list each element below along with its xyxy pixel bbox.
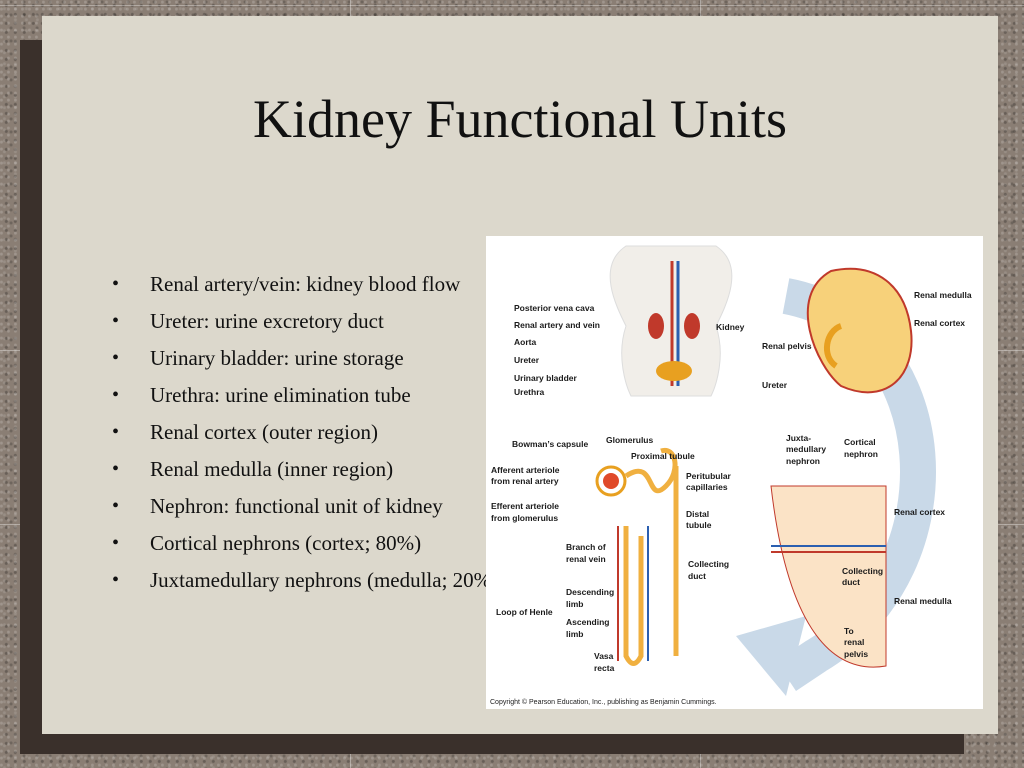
loop-of-henle <box>623 526 644 666</box>
figure-label: duct <box>688 571 706 581</box>
figure-label: Peritubular <box>686 471 732 481</box>
bladder-icon <box>656 361 692 381</box>
figure-label: Renal medulla <box>894 596 952 606</box>
figure-label: duct <box>842 577 860 587</box>
figure-label: nephron <box>786 456 820 466</box>
bullet-item: Renal artery/vein: kidney blood flow <box>112 272 532 296</box>
glomerulus-icon <box>595 465 627 497</box>
bullet-list: Renal artery/vein: kidney blood flow Ure… <box>112 272 532 605</box>
slide-title: Kidney Functional Units <box>253 89 787 149</box>
figure-label: Distal <box>686 509 709 519</box>
figure-label: nephron <box>844 449 878 459</box>
figure-label: Renal medulla <box>914 290 972 300</box>
figure-label: To <box>844 626 854 636</box>
figure-label: Vasa <box>594 651 614 661</box>
figure-label: Juxta- <box>786 433 811 443</box>
figure-label: Branch of <box>566 542 606 552</box>
figure-label: Proximal tubule <box>631 451 695 461</box>
kidney-icon <box>648 313 664 339</box>
figure-label: Renal cortex <box>914 318 965 328</box>
figure-label: Urethra <box>514 387 545 397</box>
figure-label: Renal artery and vein <box>514 320 600 330</box>
figure-label: Renal pelvis <box>762 341 812 351</box>
figure-label: Ureter <box>514 355 540 365</box>
kidney-section <box>806 267 913 394</box>
flow-arrow-head <box>736 616 806 696</box>
figure-label: limb <box>566 629 583 639</box>
figure-label: Bowman’s capsule <box>512 439 588 449</box>
bullet-item: Juxtamedullary nephrons (medulla; 20%) <box>112 568 532 592</box>
figure-label: Ascending <box>566 617 609 627</box>
figure-label: Aorta <box>514 337 536 347</box>
figure-label: medullary <box>786 444 826 454</box>
figure-label: Urinary bladder <box>514 373 578 383</box>
bullet-item: Cortical nephrons (cortex; 80%) <box>112 531 532 555</box>
figure-label: Cortical <box>844 437 876 447</box>
bullet-item: Urinary bladder: urine storage <box>112 346 532 370</box>
figure-label: Kidney <box>716 322 745 332</box>
wedge-section <box>770 485 887 668</box>
bullet-item: Ureter: urine excretory duct <box>112 309 532 333</box>
figure-label: renal <box>844 637 864 647</box>
figure-label: renal vein <box>566 554 606 564</box>
figure-label: Posterior vena cava <box>514 303 595 313</box>
figure-label: from glomerulus <box>491 513 558 523</box>
anatomy-illustration: Posterior vena cava Renal artery and vei… <box>491 245 972 696</box>
bullet-item: Urethra: urine elimination tube <box>112 383 532 407</box>
bullet-item: Renal medulla (inner region) <box>112 457 532 481</box>
figure-label: capillaries <box>686 482 728 492</box>
figure-label: limb <box>566 599 583 609</box>
bullet-item: Renal cortex (outer region) <box>112 420 532 444</box>
figure-label: Efferent arteriole <box>491 501 559 511</box>
bullet-item: Nephron: functional unit of kidney <box>112 494 532 518</box>
figure-label: Ureter <box>762 380 788 390</box>
figure-label: Collecting <box>842 566 883 576</box>
figure-label: pelvis <box>844 649 868 659</box>
figure-label: Descending <box>566 587 614 597</box>
figure-label: tubule <box>686 520 712 530</box>
figure-label: Renal cortex <box>894 507 945 517</box>
figure-label: recta <box>594 663 615 673</box>
kidney-anatomy-figure: Posterior vena cava Renal artery and vei… <box>486 236 983 709</box>
copyright-text: Copyright © Pearson Education, Inc., pub… <box>490 699 717 706</box>
figure-label: Loop of Henle <box>496 607 553 617</box>
figure-label: Glomerulus <box>606 435 654 445</box>
kidney-icon <box>684 313 700 339</box>
figure-label: Afferent arteriole <box>491 465 560 475</box>
figure-label: Collecting <box>688 559 729 569</box>
figure-label: from renal artery <box>491 476 559 486</box>
